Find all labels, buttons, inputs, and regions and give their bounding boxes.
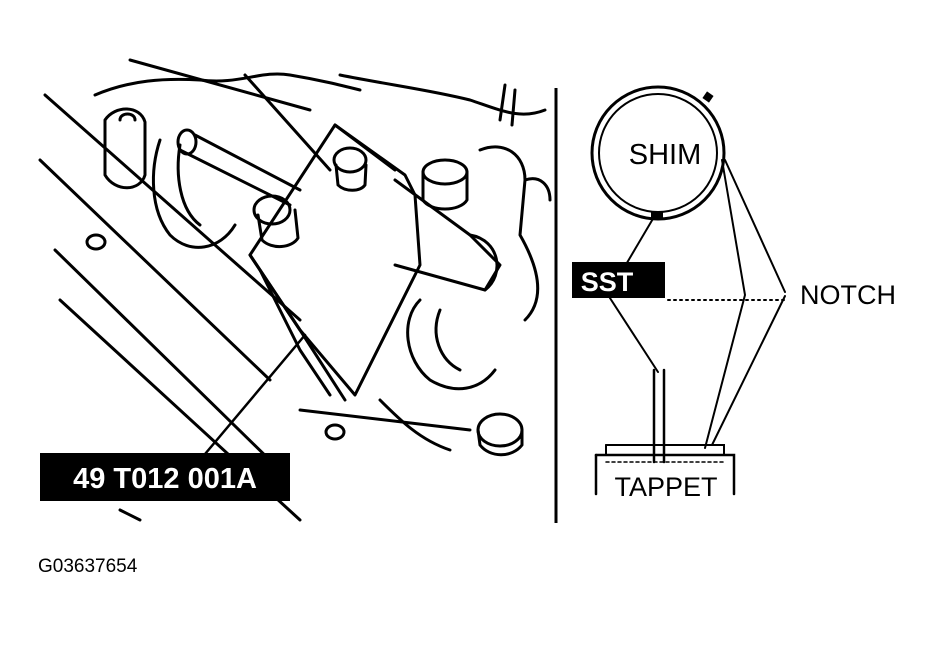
shim-label: SHIM	[629, 139, 702, 171]
shim-detail	[590, 85, 786, 496]
sst-label: SST	[581, 267, 634, 297]
notch-label: NOTCH	[800, 280, 896, 310]
sst-label-box	[572, 262, 665, 298]
figure-id: G03637654	[38, 556, 138, 577]
tappet-label: TAPPET	[614, 472, 717, 502]
shim-magnifier-circle	[590, 85, 726, 221]
engine-head-illustration	[38, 58, 552, 522]
tool-number-label-box	[40, 453, 290, 501]
tool-number-label: 49 T012 001A	[73, 463, 257, 495]
